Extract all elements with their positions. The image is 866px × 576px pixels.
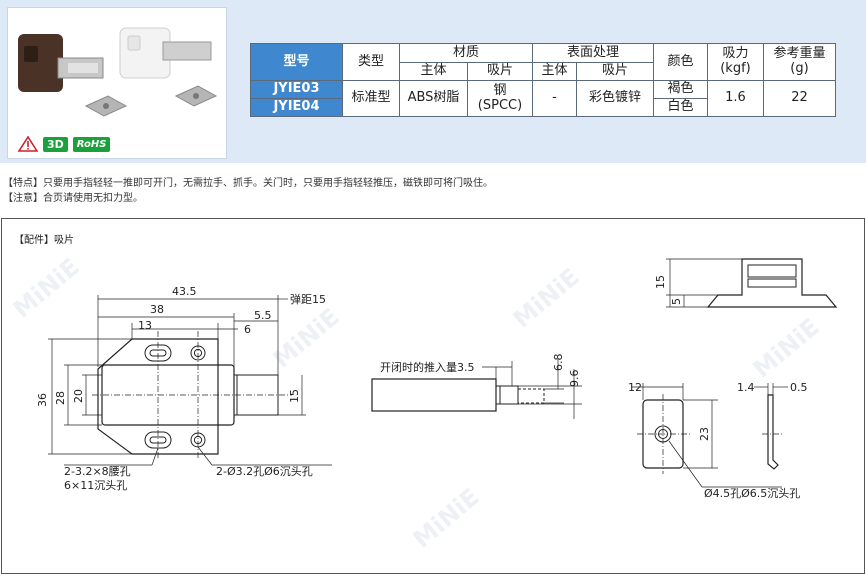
- watermark-group: MiNiE MiNiE MiNiE MiNiE MiNiE: [8, 253, 825, 554]
- dim-13: 13: [138, 319, 152, 332]
- model-jyie03[interactable]: JYIE03: [250, 80, 343, 99]
- front-dims-h: [97, 295, 288, 375]
- header-surface: 表面处理: [532, 43, 654, 63]
- slot-csk-label: 6×11沉头孔: [64, 479, 127, 492]
- dim-6: 6: [244, 323, 251, 336]
- material-plate-line2: (SPCC): [477, 97, 523, 113]
- front-dims-v: [48, 338, 306, 455]
- dim-20: 20: [72, 389, 85, 403]
- dim-top-15: 15: [654, 275, 667, 289]
- accessory-label: 【配件】吸片: [14, 233, 74, 246]
- 3d-badge[interactable]: 3D: [43, 136, 68, 152]
- dim-38: 38: [150, 303, 164, 316]
- dim-9-6: 9.6: [568, 370, 581, 388]
- side-view: [371, 359, 582, 419]
- product-photo: 3D RoHS: [7, 7, 227, 159]
- weight-cell: 22: [763, 80, 836, 117]
- type-cell: 标准型: [342, 80, 400, 117]
- header-force-label: 吸力: [722, 46, 749, 62]
- dim-1-4: 1.4: [737, 381, 755, 394]
- dim-0-5: 0.5: [790, 381, 808, 394]
- plate-front-view: [632, 383, 782, 488]
- header-type: 类型: [342, 43, 400, 81]
- watermark: MiNiE: [268, 303, 345, 374]
- rohs-badge: RoHS: [72, 136, 111, 152]
- dim-12: 12: [628, 381, 642, 394]
- top-view: [666, 258, 838, 308]
- slot-hole-label: 2-3.2×8腰孔: [64, 465, 131, 478]
- header-weight-unit: (g): [790, 61, 809, 76]
- plate-hole-label: Ø4.5孔Ø6.5沉头孔: [704, 487, 800, 500]
- dim-spring: 弹距15: [290, 292, 326, 306]
- header-force-unit: (kgf): [720, 61, 751, 76]
- header-material: 材质: [399, 43, 533, 63]
- dim-36: 36: [36, 393, 49, 407]
- product-panel: 3D RoHS 型号 类型 材质 表面处理 颜色 吸力 (kgf) 参考重量 (…: [0, 0, 866, 163]
- watermark: MiNiE: [508, 263, 585, 334]
- model-jyie04[interactable]: JYIE04: [250, 98, 343, 117]
- dim-top-5: 5: [670, 298, 683, 305]
- feature-note: 【特点】只要用手指轻轻一推即可开门，无需拉手、抓手。关门时，只要用手指轻轻推压，…: [3, 178, 493, 189]
- drawing-canvas: MiNiE MiNiE MiNiE MiNiE MiNiE 【配件】吸片: [8, 233, 838, 554]
- watermark: MiNiE: [408, 483, 485, 554]
- color-brown: 褐色: [653, 80, 708, 99]
- header-material-plate: 吸片: [467, 62, 533, 81]
- watermark: MiNiE: [748, 313, 825, 384]
- header-force: 吸力 (kgf): [707, 43, 764, 81]
- product-image: [18, 27, 218, 117]
- header-weight-label: 参考重量: [773, 46, 826, 62]
- technical-drawing: MiNiE MiNiE MiNiE MiNiE MiNiE 【配件】吸片: [1, 218, 865, 574]
- notes: 【特点】只要用手指轻轻一推即可开门，无需拉手、抓手。关门时，只要用手指轻轻推压，…: [3, 176, 493, 206]
- round-hole-label: 2-Ø3.2孔Ø6沉头孔: [216, 465, 313, 478]
- material-plate-line1: 钢: [493, 82, 507, 98]
- material-plate-cell: 钢 (SPCC): [467, 80, 533, 117]
- front-view: [92, 331, 292, 459]
- header-material-body: 主体: [399, 62, 468, 81]
- header-surface-plate: 吸片: [576, 62, 654, 81]
- color-white: 白色: [653, 98, 708, 117]
- material-body-cell: ABS树脂: [399, 80, 468, 117]
- dim-28: 28: [54, 391, 67, 405]
- caution-note: 【注意】合页请使用无扣力型。: [3, 193, 143, 204]
- warning-icon: [18, 136, 38, 152]
- surface-plate-cell: 彩色镀锌: [576, 80, 654, 117]
- header-model: 型号: [250, 43, 343, 81]
- dim-15: 15: [288, 389, 301, 403]
- dim-6-8: 6.8: [552, 354, 565, 372]
- push-label: 开闭时的推入量3.5: [380, 360, 475, 374]
- surface-body-cell: -: [532, 80, 577, 117]
- dim-5-5: 5.5: [254, 309, 272, 322]
- spec-table: 型号 类型 材质 表面处理 颜色 吸力 (kgf) 参考重量 (g) 主体 吸片…: [250, 43, 836, 117]
- header-color: 颜色: [653, 43, 708, 81]
- plate-side-view: [754, 383, 788, 470]
- dim-43-5: 43.5: [172, 285, 197, 298]
- header-surface-body: 主体: [532, 62, 577, 81]
- watermark: MiNiE: [8, 253, 85, 324]
- header-weight: 参考重量 (g): [763, 43, 836, 81]
- force-cell: 1.6: [707, 80, 764, 117]
- dim-23: 23: [698, 427, 711, 441]
- badge-row: 3D RoHS: [18, 136, 111, 152]
